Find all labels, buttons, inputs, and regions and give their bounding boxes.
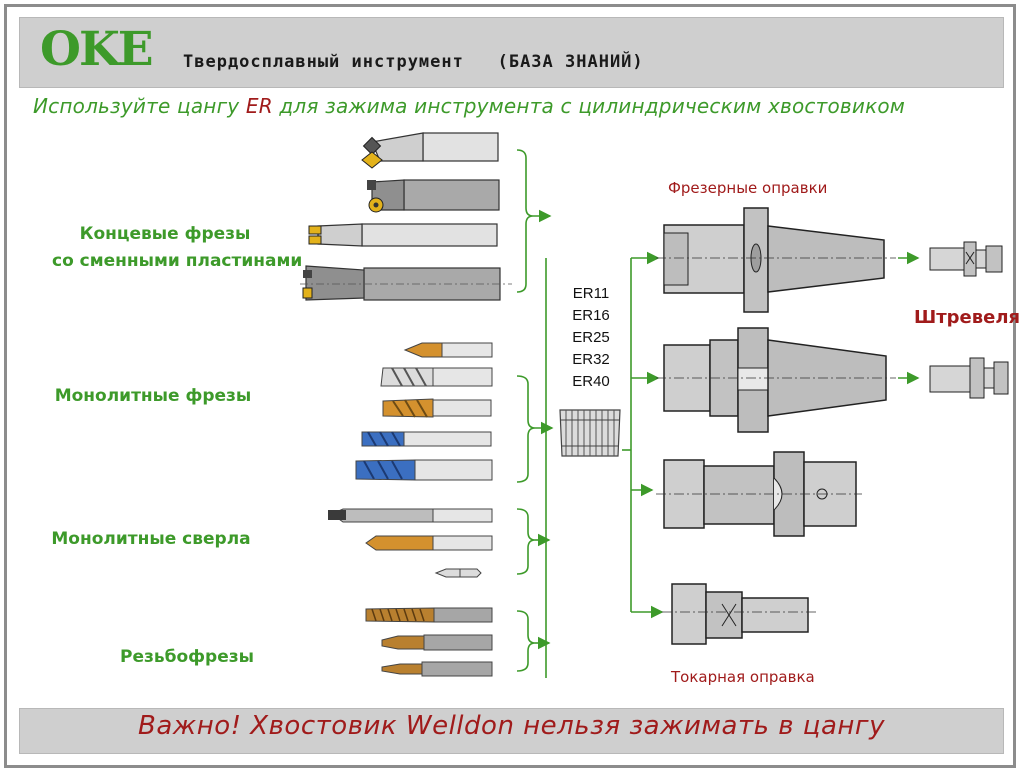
turning-holder [662,583,816,645]
headline: Используйте цангу ER для зажима инструме… [33,94,993,118]
subtitle-text: (БАЗА ЗНАНИЙ) [497,52,644,72]
headline-accent: ER [245,94,273,118]
solid-end-mill-5 [355,459,493,481]
er-collet [559,409,621,457]
indexable-end-mill-4 [300,265,512,301]
collet-size: ER16 [572,307,610,324]
collet-size: ER11 [572,285,610,302]
solid-end-mill-1 [403,342,493,358]
group-label-indexable-line1: Концевые фрезы [79,224,251,244]
collet-size-list: ER11 ER16 ER25 ER32 ER40 [566,283,616,393]
thread-mill-1 [365,607,493,623]
group-label-solid-mills: Монолитные фрезы [54,386,252,406]
milling-holder-1 [656,207,896,313]
turning-holder-label: Токарная оправка [671,668,815,686]
solid-drill-2 [365,535,493,551]
headline-after: для зажима инструмента с цилиндрическим … [272,94,906,118]
page-title: Твердосплавный инструмент (БАЗА ЗНАНИЙ) [183,52,644,72]
group-label-thread-mills: Резьбофрезы [120,647,254,667]
indexable-end-mill-3 [308,223,498,247]
thread-mill-3 [381,661,493,677]
title-text: Твердосплавный инструмент [183,52,464,72]
group-label-solid-drills: Монолитные сверла [51,529,251,549]
headline-before: Используйте цангу [33,94,246,118]
group-arrows [533,209,920,650]
group-label-indexable-line2: со сменными пластинами [52,251,303,271]
logo-text: OKE [40,22,154,77]
footer-note: Важно! Хвостовик Welldon нельзя зажимать… [138,711,885,741]
thread-mill-2 [381,634,493,651]
milling-holder-2 [656,327,896,433]
pull-stud-1 [929,241,1003,277]
collet-size: ER40 [572,373,610,390]
milling-holders-label: Фрезерные оправки [668,179,828,197]
indexable-end-mill-2 [367,179,500,213]
footer-band [19,708,1004,754]
indexable-end-mill-1 [361,132,499,169]
pull-stud-label: Штревеля [914,307,1021,328]
header-band [19,17,1004,88]
milling-holder-3 [656,451,862,537]
solid-end-mill-2 [380,367,493,387]
solid-drill-1 [328,508,493,523]
company-logo: OKE [40,22,154,77]
collet-size: ER32 [572,351,610,368]
collet-size: ER25 [572,329,610,346]
solid-end-mill-3 [382,398,492,418]
group-label-indexable: Концевые фрезы со сменными пластинами [52,221,303,275]
pull-stud-2 [929,357,1009,399]
solid-end-mill-4 [361,431,492,447]
center-drill [434,568,482,578]
